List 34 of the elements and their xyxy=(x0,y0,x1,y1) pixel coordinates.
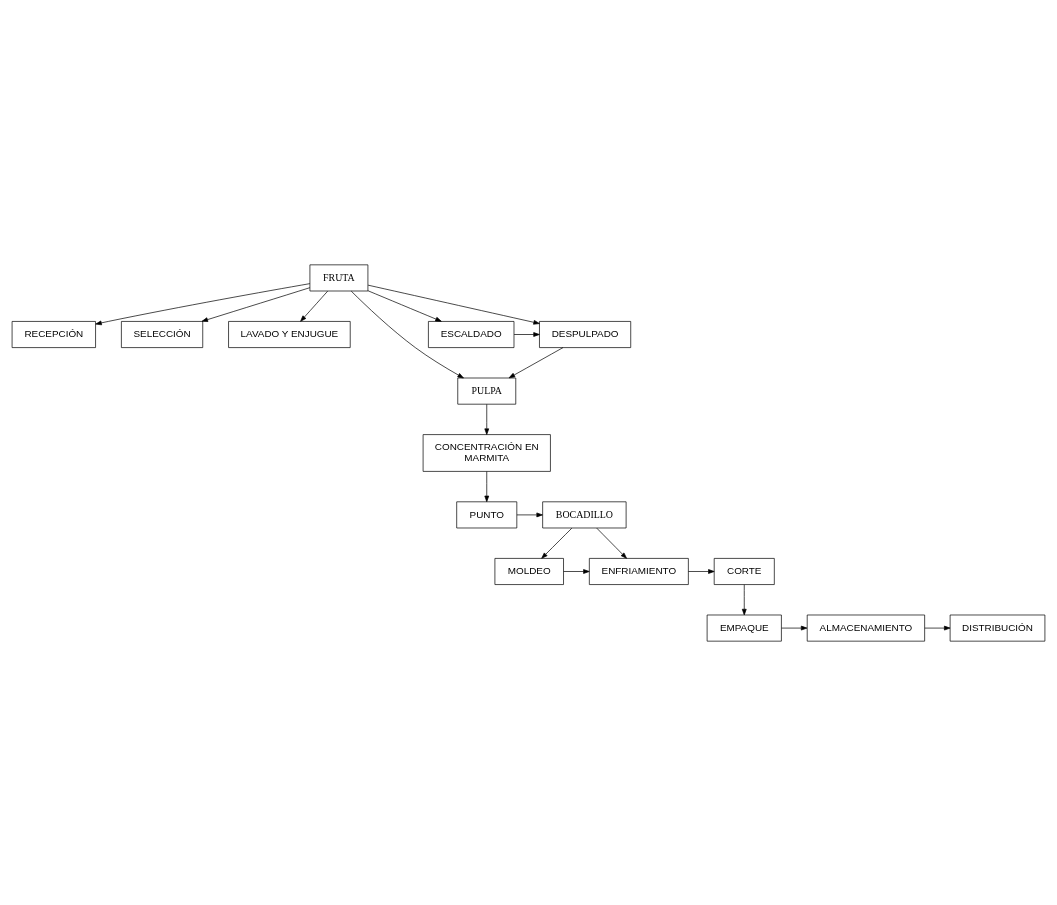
arrow xyxy=(924,625,951,630)
arrow xyxy=(367,284,540,325)
arrow xyxy=(516,512,543,517)
arrow xyxy=(513,331,540,337)
arrow xyxy=(484,470,490,502)
node-box: CONCENTRACIÓN EN MARMITA xyxy=(422,433,551,472)
arrow xyxy=(508,346,564,378)
arrow xyxy=(367,289,442,322)
node-box: MOLDEO xyxy=(494,557,564,585)
arrow xyxy=(201,286,311,322)
node-box: ALMACENAMIENTO xyxy=(806,614,925,642)
node-box: RECEPCIÓN xyxy=(11,320,96,348)
node-box: ENFRIAMIENTO xyxy=(589,557,689,585)
arrow xyxy=(541,527,573,559)
node-box: EMPAQUE xyxy=(706,614,782,642)
arrow xyxy=(350,290,464,378)
arrow xyxy=(596,527,627,559)
node-box: SELECCIÓN xyxy=(121,320,204,348)
arrow xyxy=(484,403,490,435)
arrow xyxy=(563,568,590,574)
arrow xyxy=(741,583,747,615)
node-box: BOCADILLO xyxy=(542,500,627,528)
node-box: PULPA xyxy=(457,377,517,405)
arrow xyxy=(95,282,311,325)
arrow xyxy=(688,568,715,574)
node-box: DISTRIBUCIÓN xyxy=(949,614,1046,642)
node-box: CORTE xyxy=(713,557,775,585)
node-box: LAVADO Y ENJUGUE xyxy=(228,320,351,348)
node-box: ESCALDADO xyxy=(428,320,515,348)
node-box: FRUTA xyxy=(309,263,369,291)
node-box: PUNTO xyxy=(456,500,518,528)
node-box: DESPULPADO xyxy=(539,320,632,348)
arrow xyxy=(781,625,808,630)
arrow xyxy=(300,290,329,322)
